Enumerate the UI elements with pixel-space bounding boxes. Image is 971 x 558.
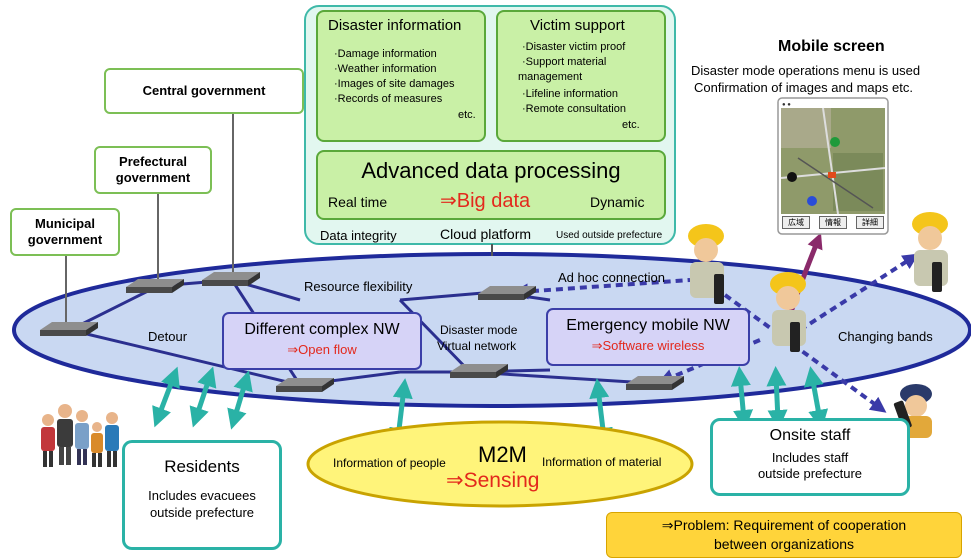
switch-icon (276, 378, 334, 392)
switch-icon (40, 322, 98, 336)
victim-support-item: ·Support material (522, 56, 607, 68)
mobile-button[interactable]: 詳細 (856, 216, 884, 229)
onsite-staff-title: Onsite staff (769, 427, 851, 444)
disaster-info-etc: etc. (458, 109, 476, 121)
victim-support-item: management (518, 71, 583, 83)
disaster-info-item: ·Images of site damages (334, 78, 455, 90)
victim-support-item: ·Remote consultation (522, 103, 626, 115)
residents-line2: outside prefecture (149, 505, 255, 520)
switch-icon (126, 279, 184, 293)
processing-dynamic: Dynamic (590, 194, 645, 210)
disaster-mode-label: Disaster mode (440, 323, 518, 337)
processing-realtime: Real time (328, 194, 388, 210)
staff-figures (688, 212, 948, 438)
onsite-staff-box: Onsite staff Includes staff outside pref… (710, 418, 910, 496)
svg-text:● ●: ● ● (782, 102, 791, 108)
prefectural-government-box: Prefectural government (94, 146, 212, 194)
residents-title: Residents (164, 457, 240, 476)
virtual-network-label: Virtual network (437, 339, 517, 353)
emergency-nw-title: Emergency mobile NW (566, 317, 730, 334)
m2m-title: M2M (478, 442, 527, 467)
disaster-info-item: ·Damage information (334, 48, 437, 60)
disaster-info-title: Disaster information (328, 17, 462, 34)
switch-icon (626, 376, 684, 390)
mobile-button[interactable]: 情報 (819, 216, 847, 229)
disaster-info-item: ·Records of measures (334, 93, 443, 105)
m2m-sensing-label: ⇒Sensing (446, 469, 540, 492)
complex-nw-sub: ⇒Open flow (287, 342, 357, 357)
problem-line1: ⇒Problem: Requirement of cooperation (661, 517, 907, 533)
mobile-phone: ● ● (777, 97, 889, 235)
victim-support-item: ·Lifeline information (522, 88, 618, 100)
problem-line2: between organizations (713, 536, 855, 552)
onsite-staff-line1: Includes staff (771, 450, 849, 465)
emergency-nw-box: Emergency mobile NW ⇒Software wireless (546, 308, 750, 366)
processing-title: Advanced data processing (361, 158, 621, 183)
mobile-buttons: 広域 情報 詳細 (782, 216, 884, 229)
victim-support-item: ·Disaster victim proof (522, 41, 626, 53)
used-outside-label: Used outside prefecture (556, 230, 663, 241)
detour-label: Detour (148, 329, 188, 344)
m2m-material-label: Information of material (542, 455, 662, 469)
mobile-button[interactable]: 広域 (782, 216, 810, 229)
m2m-people-label: Information of people (333, 456, 446, 470)
residents-people-icon (41, 404, 119, 467)
victim-support-etc: etc. (622, 119, 640, 131)
changing-bands-label: Changing bands (838, 329, 933, 344)
switch-icon (478, 286, 536, 300)
onsite-staff-line2: outside prefecture (757, 466, 863, 481)
mobile-screen-title: Mobile screen (778, 38, 885, 55)
switch-icon (202, 272, 260, 286)
victim-support-box: Victim support ·Disaster victim proof ·S… (496, 10, 666, 142)
central-government-box: Central government (104, 68, 304, 114)
cloud-platform-label: Cloud platform (440, 226, 532, 242)
disaster-info-box: Disaster information ·Damage information… (316, 10, 486, 142)
complex-nw-title: Different complex NW (244, 321, 400, 338)
victim-support-title: Victim support (530, 17, 625, 34)
processing-bigdata: ⇒Big data (440, 190, 531, 212)
mobile-screen-line1: Disaster mode operations menu is used (691, 63, 921, 78)
residents-line1: Includes evacuees (148, 488, 256, 503)
switch-icon (450, 364, 508, 378)
resource-flexibility-label: Resource flexibility (304, 279, 413, 294)
mobile-screen-line2: Confirmation of images and maps etc. (694, 80, 913, 95)
residents-box: Residents Includes evacuees outside pref… (122, 440, 282, 550)
disaster-info-item: ·Weather information (334, 63, 437, 75)
municipal-government-box: Municipal government (10, 208, 120, 256)
emergency-nw-sub: ⇒Software wireless (591, 338, 705, 353)
advanced-processing-box: Advanced data processing Real time ⇒Big … (316, 150, 666, 220)
m2m-ellipse (306, 420, 694, 508)
problem-box: ⇒Problem: Requirement of cooperation bet… (606, 512, 962, 558)
complex-nw-box: Different complex NW ⇒Open flow (222, 312, 422, 370)
adhoc-connection-label: Ad hoc connection (558, 270, 665, 285)
data-integrity-label: Data integrity (320, 228, 397, 243)
network-switches (40, 272, 684, 392)
